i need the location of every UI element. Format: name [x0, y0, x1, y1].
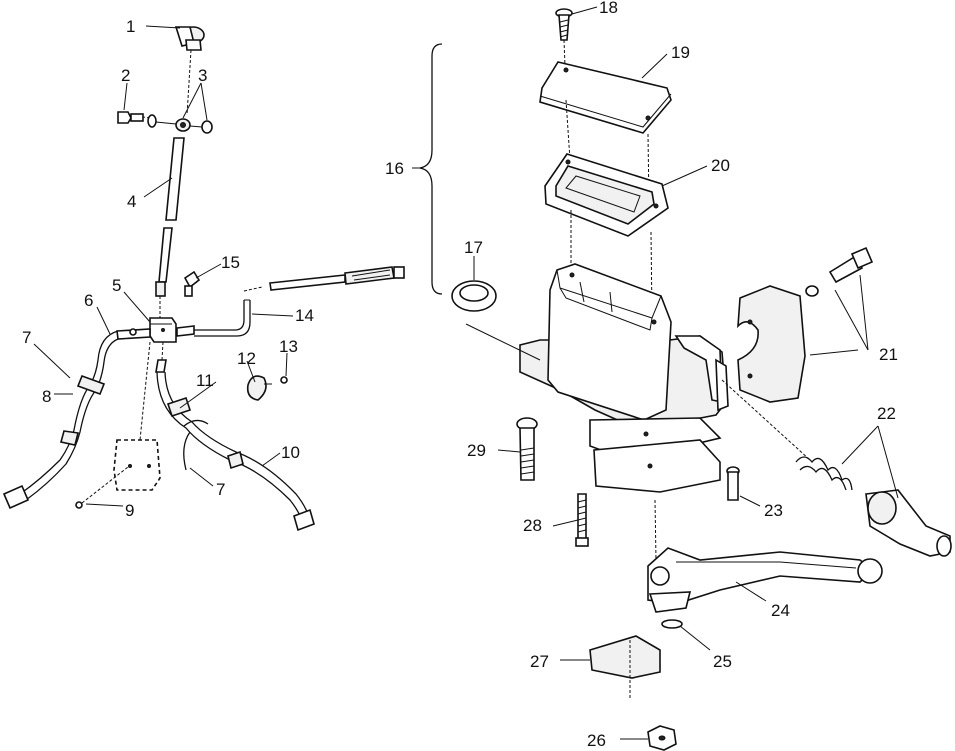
brake-lever-part-24 — [647, 547, 883, 613]
callout-14: 14 — [295, 306, 314, 325]
screw-part-9 — [75, 466, 129, 509]
callout-13: 13 — [279, 337, 298, 356]
callout-20: 20 — [711, 156, 730, 175]
junction-block-part-5 — [149, 317, 177, 343]
callout-8: 8 — [42, 387, 51, 406]
callout-16: 16 — [385, 159, 404, 178]
piston-kit-part-22 — [795, 456, 952, 557]
callout-21: 21 — [879, 345, 898, 364]
callout-24: 24 — [771, 601, 790, 620]
right-hose-part-10-11 — [139, 341, 315, 532]
leader-lines-left — [33, 25, 294, 507]
upper-hose-part-4 — [155, 137, 185, 318]
mounting-plate — [113, 439, 161, 491]
seal-ring-part-17 — [451, 272, 497, 312]
callout-18: 18 — [599, 0, 618, 17]
callout-7-left: 7 — [22, 328, 31, 347]
diaphragm-part-20 — [544, 153, 669, 319]
callout-5: 5 — [112, 276, 121, 295]
crush-washers-part-3 — [147, 114, 213, 134]
bleeder-part-15 — [183, 270, 201, 297]
leader-lines-right — [473, 6, 899, 740]
reservoir-cap-part-19 — [539, 61, 672, 206]
left-hose-part-6-8 — [2, 328, 151, 510]
callout-19: 19 — [671, 43, 690, 62]
cover-screw-part-18 — [555, 8, 573, 67]
banjo-bolt-part-2 — [117, 111, 151, 124]
clip-part-12 — [246, 375, 272, 401]
callout-25: 25 — [713, 652, 732, 671]
callout-15: 15 — [221, 253, 240, 272]
callout-4: 4 — [127, 192, 136, 211]
callout-6: 6 — [84, 291, 93, 310]
callout-12: 12 — [237, 349, 256, 368]
tee-fitting-part-1 — [174, 26, 205, 116]
spring-part-25 — [661, 619, 683, 629]
callout-26: 26 — [587, 731, 606, 750]
master-cylinder-assembly — [412, 6, 952, 751]
callout-1: 1 — [126, 17, 135, 36]
pivot-bolt-part-23 — [726, 466, 740, 501]
callout-28: 28 — [523, 516, 542, 535]
bolt-part-28 — [575, 493, 589, 547]
callout-29: 29 — [467, 441, 486, 460]
brake-line-assembly — [2, 25, 405, 532]
callout-11: 11 — [196, 371, 214, 390]
nut-part-26 — [647, 725, 677, 751]
callout-7-right: 7 — [216, 480, 225, 499]
callout-labels: 1 2 3 4 5 6 7 7 8 9 10 11 12 13 14 15 16… — [22, 0, 898, 750]
group-bracket-16 — [412, 43, 443, 295]
master-cylinder-body — [465, 263, 811, 561]
callout-27: 27 — [530, 652, 549, 671]
bolt-part-29 — [516, 417, 538, 481]
callout-2: 2 — [121, 66, 130, 85]
block-part-27 — [589, 635, 661, 700]
hard-line-part-14 — [176, 266, 405, 337]
screw-part-13 — [280, 376, 288, 384]
callout-9: 9 — [125, 501, 134, 520]
callout-3: 3 — [198, 66, 207, 85]
callout-22: 22 — [877, 404, 896, 423]
callout-10: 10 — [281, 443, 300, 462]
callout-23: 23 — [764, 501, 783, 520]
clamp-part-21 — [737, 246, 874, 403]
callout-17: 17 — [464, 238, 483, 257]
